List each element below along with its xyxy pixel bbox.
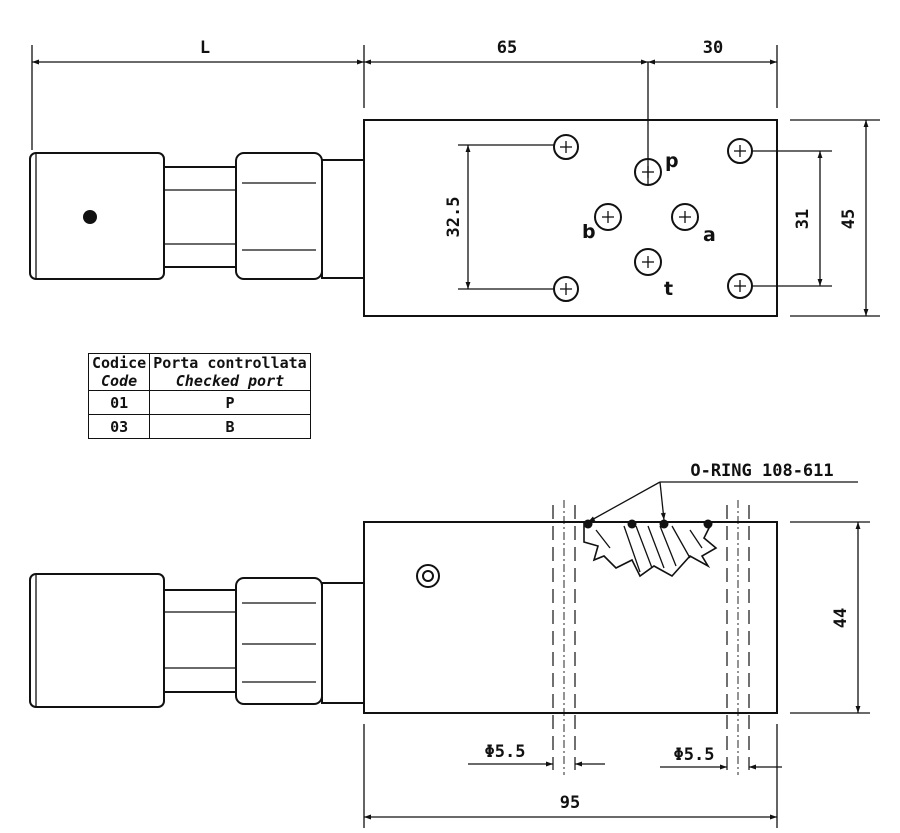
table-row: 01 P [87,390,311,415]
adjust-knob [29,152,165,280]
dimension-95-label: 95 [560,793,580,813]
table-cell-code: 03 [87,414,151,439]
adjust-knob-side [29,573,165,708]
o-ring-leader [659,481,666,521]
hole-dia-right-label: Φ5.5 [674,745,715,765]
code-table: Codice Code Porta controllata Checked po… [87,353,311,439]
dimension-45-label: 45 [839,209,859,229]
header-port-en: Checked port [175,372,285,390]
port-a [671,203,699,231]
knob-screw-dot [83,210,97,224]
header-code-en: Code [101,372,138,390]
subplate-body [363,119,778,317]
port-b-label: b [582,221,596,243]
cartridge-neck-side [321,582,365,704]
o-ring-seal [659,519,669,529]
hex-nut [235,152,323,280]
stem-side [163,589,237,693]
table-row: 03 B [87,414,311,439]
port-t-label: t [664,278,673,300]
header-code-it: Codice [92,354,147,372]
cartridge-neck [321,159,365,279]
dimension-65-label: 65 [497,38,517,58]
dimension-L-label: L [200,38,210,58]
o-ring-label: O-RING 108-611 [690,461,833,481]
header-port-it: Porta controllata [153,354,307,372]
table-header-row: Codice Code Porta controllata Checked po… [87,353,311,391]
dimension-31-label: 31 [793,209,813,229]
port-p-label: p [665,150,679,172]
dimension-30-label: 30 [703,38,723,58]
table-cell-port: P [149,390,311,415]
o-ring-leader [587,481,661,523]
port-a-label: a [703,224,716,246]
top-view: L 65 30 [29,38,880,317]
table-cell-code: 01 [87,390,151,415]
hole-dia-left-label: Φ5.5 [485,742,526,762]
subplate-body-side [363,521,778,714]
side-view: O-RING 108-611 44 Φ5.5 Φ5.5 95 [29,461,870,828]
dimension-32-5-label: 32.5 [444,197,464,238]
o-ring-seal [627,519,637,529]
mounting-hole [553,134,579,160]
header-port-cell: Porta controllata Checked port [149,353,311,391]
stem [163,166,237,268]
plug-outer [416,564,440,588]
table-cell-port: B [149,414,311,439]
port-t [634,248,662,276]
o-ring-seal [703,519,713,529]
header-code-cell: Codice Code [87,353,151,391]
hex-nut-side [235,577,323,705]
dimension-44-label: 44 [831,608,851,628]
plug-inner [422,570,434,582]
port-b [594,203,622,231]
section-cutaway [583,521,718,578]
